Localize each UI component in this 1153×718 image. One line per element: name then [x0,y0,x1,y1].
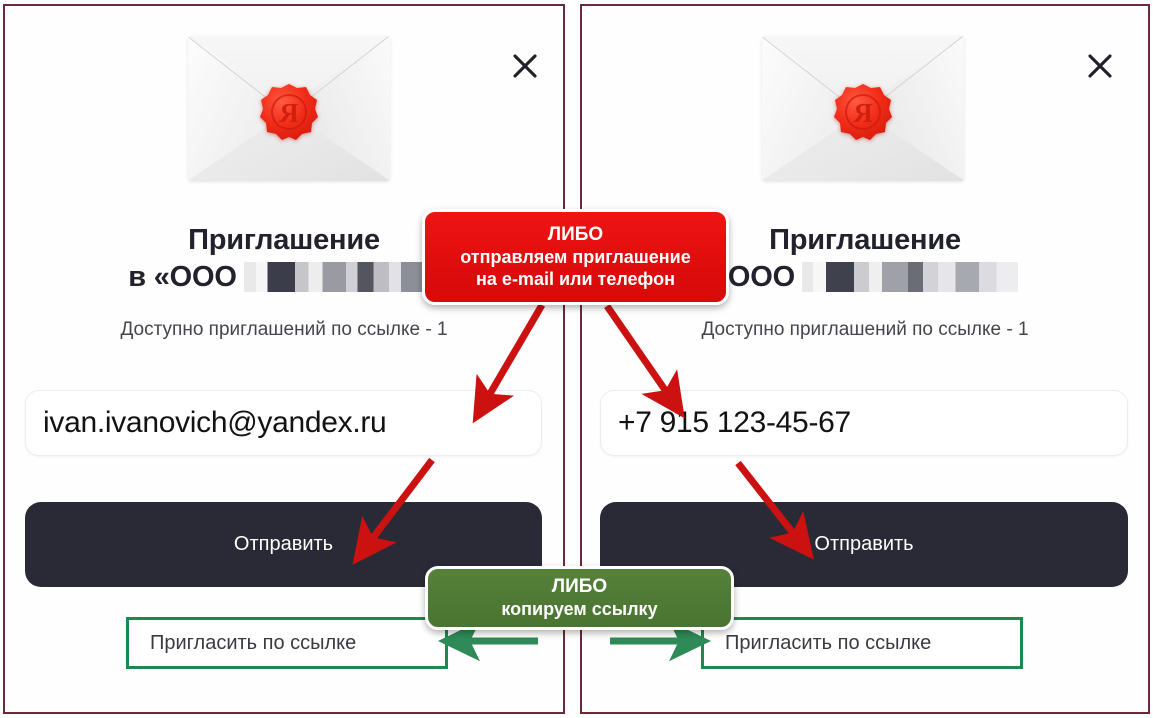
send-button-label: Отправить [233,533,334,555]
callout-send-invite: ЛИБО отправляем приглашение на e-mail ил… [422,209,729,305]
callout-green-line0: ЛИБО [551,576,608,598]
phone-input-value: +7 915 123-45-67 [618,406,851,439]
close-icon[interactable] [505,46,545,86]
invite-by-link-button[interactable]: Пригласить по ссылке [701,617,1023,669]
invite-by-link-button[interactable]: Пригласить по ссылке [126,617,448,669]
dialog-title: Приглашение в «ООО [5,222,563,296]
invite-dialog-right: R Приглашение «ООО Доступно приглашений … [580,4,1150,714]
callout-red-line0: ЛИБО [547,224,604,246]
callout-red-line1: отправляем приглашение [460,246,691,267]
dialog-title-line2: в «ООО [128,261,237,294]
svg-text:R: R [853,98,873,128]
send-button-label: Отправить [814,533,914,555]
yandex-wax-seal-icon: R [832,82,894,144]
callout-green-line1: копируем ссылку [501,598,658,619]
email-input[interactable]: ivan.ivanovich@yandex.ru [25,390,542,456]
invite-by-link-label: Пригласить по ссылке [150,631,357,654]
invite-dialog-left: R Приглашение в «ООО Доступно приглашени… [3,4,565,714]
redacted-company-name [243,262,440,293]
envelope-with-wax-seal-icon: R [762,36,964,181]
dialog-title-line1: Приглашение [188,224,380,256]
yandex-wax-seal-icon: R [258,82,320,144]
available-invites-text: Доступно приглашений по ссылке - 1 [701,319,1029,340]
callout-copy-link: ЛИБО копируем ссылку [425,566,734,630]
phone-input[interactable]: +7 915 123-45-67 [600,390,1128,456]
callout-red-line2: на e-mail или телефон [476,268,675,289]
invite-by-link-label: Пригласить по ссылке [725,631,932,654]
dialog-title: Приглашение «ООО [582,222,1148,296]
dialog-title-line1: Приглашение [769,224,961,256]
close-icon[interactable] [1080,46,1120,86]
available-invites-text: Доступно приглашений по ссылке - 1 [120,319,448,340]
envelope-with-wax-seal-icon: R [188,36,390,181]
svg-text:R: R [279,98,299,128]
redacted-company-name [802,262,1018,293]
email-input-value: ivan.ivanovich@yandex.ru [43,406,387,439]
